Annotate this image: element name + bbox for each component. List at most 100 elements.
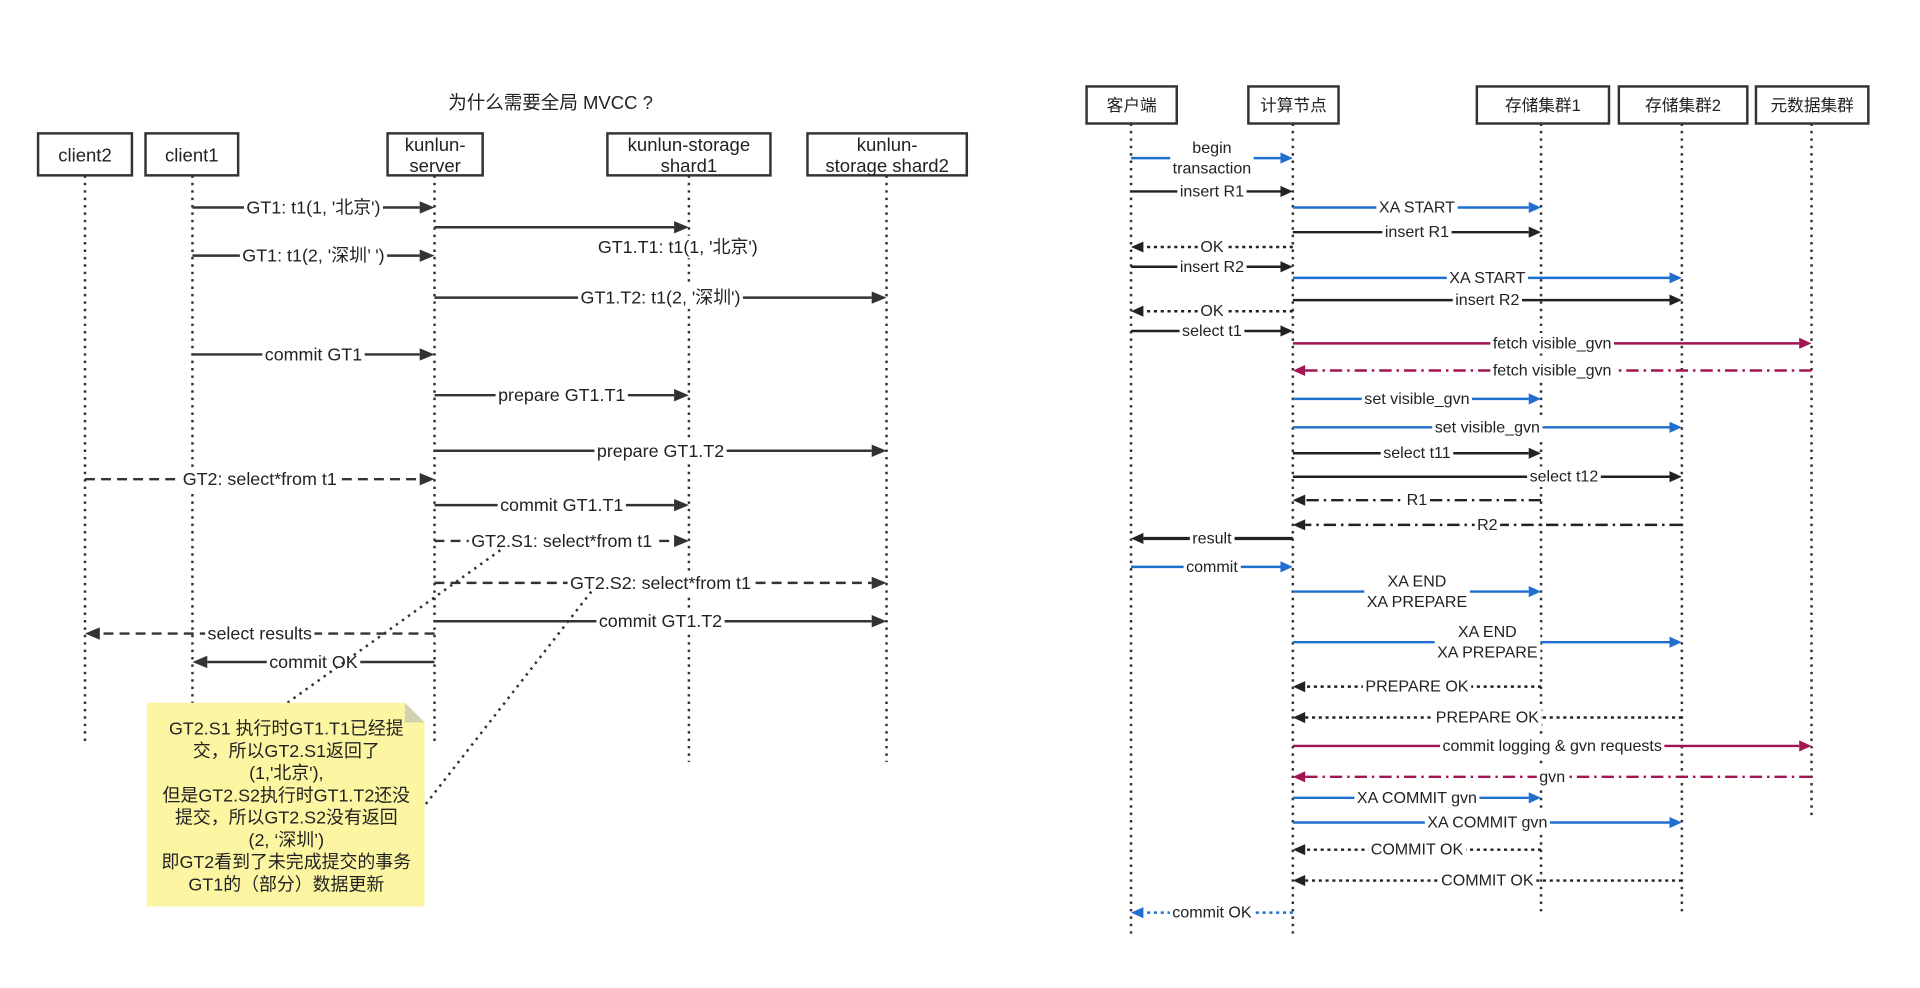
arrowhead: [1131, 305, 1144, 317]
message-label-background: [567, 571, 754, 595]
arrowhead: [1669, 272, 1682, 284]
participant: 客户端: [1085, 85, 1178, 125]
message: gvn: [1292, 766, 1812, 788]
message-label: R2: [1477, 516, 1498, 534]
message-label-background: [578, 286, 743, 309]
message: prepare GT1.T2: [434, 439, 887, 463]
arrowhead: [419, 249, 435, 262]
message-label: OK: [1200, 302, 1223, 320]
message-label-line: GT1: t1(1, '北京'): [246, 197, 380, 217]
message-label-line: XA START: [1449, 269, 1525, 287]
message-label: fetch visible_gvn: [1493, 362, 1612, 380]
message-label-line: OK: [1200, 238, 1223, 256]
message-label: result: [1192, 529, 1232, 547]
message-label: fetch visible_gvn: [1493, 334, 1612, 352]
arrowhead: [1528, 447, 1542, 459]
message-label: commit GT1: [265, 344, 362, 364]
participant-box: [144, 132, 240, 177]
arrowhead: [674, 389, 689, 402]
message-label: set visible_gvn: [1364, 390, 1469, 408]
message: GT1: t1(2, '深圳’ '): [192, 244, 435, 267]
arrowhead: [419, 473, 435, 486]
participant-label-line: client2: [58, 144, 112, 165]
message: GT2: select*from t1: [85, 467, 435, 491]
arrowhead: [1669, 636, 1682, 648]
arrowhead: [1280, 561, 1293, 573]
message-label-background: [1446, 267, 1529, 289]
message: commit logging & gvn requests: [1292, 735, 1812, 757]
participant-box: [1754, 85, 1870, 125]
message-label-line: XA START: [1379, 198, 1455, 216]
message: GT1.T2: t1(2, '深圳'): [434, 286, 887, 309]
message: insert R1: [1292, 221, 1542, 243]
message-label-line: set visible_gvn: [1364, 390, 1469, 408]
message-label-background: [1434, 621, 1541, 663]
annotation-note: GT2.S1 执行时GT1.T1已经提交，所以GT2.S1返回了(1,'北京')…: [146, 548, 593, 907]
message: select t12: [1292, 466, 1682, 487]
note-text-line: GT2.S1 执行时GT1.T1已经提: [169, 719, 404, 739]
message-label: commit OK: [1172, 904, 1252, 922]
message-label: commit OK: [269, 652, 358, 672]
diagram-title: 为什么需要全局 MVCC ?: [448, 92, 653, 113]
message-label-background: [1170, 137, 1254, 179]
message-label-line: GT1: t1(2, '深圳’ '): [242, 246, 384, 266]
message: set visible_gvn: [1292, 388, 1542, 410]
participant-box: [1085, 85, 1178, 125]
message-label-background: [1361, 388, 1473, 410]
message-label: OK: [1200, 238, 1223, 256]
message-label: GT1: t1(2, '深圳’ '): [242, 246, 384, 266]
message-label-background: [1362, 676, 1472, 697]
arrowhead: [1528, 586, 1542, 598]
note-connector-line: [424, 590, 593, 805]
message-label-background: [594, 439, 727, 463]
participant-label: 计算节点: [1260, 95, 1327, 114]
message-label-line: GT1.T2: t1(2, '深圳'): [581, 288, 741, 308]
message-label-background: [1177, 181, 1247, 202]
arrowhead: [1280, 152, 1293, 164]
participant-label-line: 存储集群1: [1505, 95, 1581, 114]
arrowhead: [674, 534, 689, 548]
message: R1: [1292, 489, 1542, 511]
message-label: insert R1: [1385, 223, 1449, 241]
message-label: R1: [1407, 491, 1428, 509]
message-label: commit GT1.T2: [599, 611, 722, 631]
message-label-background: [1438, 870, 1537, 891]
message-label-line: R1: [1407, 491, 1428, 509]
message-label: select t11: [1383, 444, 1451, 462]
message: OK: [1131, 300, 1293, 322]
message-label-background: [262, 343, 365, 366]
message: GT1.T1: t1(1, '北京'): [434, 221, 761, 259]
message: COMMIT OK: [1292, 870, 1682, 891]
message: insert R2: [1292, 289, 1682, 311]
participant-label-line: server: [409, 154, 460, 175]
message-label-line: XA END: [1388, 572, 1447, 590]
message-label-background: [468, 529, 655, 553]
arrowhead: [1292, 364, 1306, 377]
message-label-background: [1380, 443, 1454, 464]
note-text: GT2.S1 执行时GT1.T1已经提交，所以GT2.S1返回了(1,'北京')…: [162, 719, 412, 895]
participant: client1: [144, 132, 240, 177]
message: result: [1131, 528, 1293, 549]
participant: 元数据集群: [1754, 85, 1870, 125]
participant-label-line: shard1: [661, 154, 718, 175]
message-label-background: [1452, 289, 1522, 311]
message-label-line: select results: [208, 624, 312, 644]
message-label-background: [1177, 256, 1247, 277]
arrowhead: [1131, 532, 1144, 545]
message-label-line: result: [1192, 529, 1232, 547]
message-label-line: prepare GT1.T2: [597, 441, 724, 461]
note-text-line: (2, ‘深圳’): [249, 830, 325, 850]
arrowhead: [871, 615, 887, 628]
message-label-line: fetch visible_gvn: [1493, 334, 1612, 352]
arrowhead: [674, 498, 689, 512]
participant-label-line: 元数据集群: [1771, 95, 1855, 114]
message-label-background: [1490, 333, 1614, 354]
message-label-background: [1376, 197, 1458, 218]
participant: client2: [36, 132, 134, 177]
note-text-line: 但是GT2.S2执行时GT1.T2还没: [163, 785, 411, 805]
message-label: commit: [1186, 558, 1238, 576]
message-label-background: [239, 244, 388, 267]
